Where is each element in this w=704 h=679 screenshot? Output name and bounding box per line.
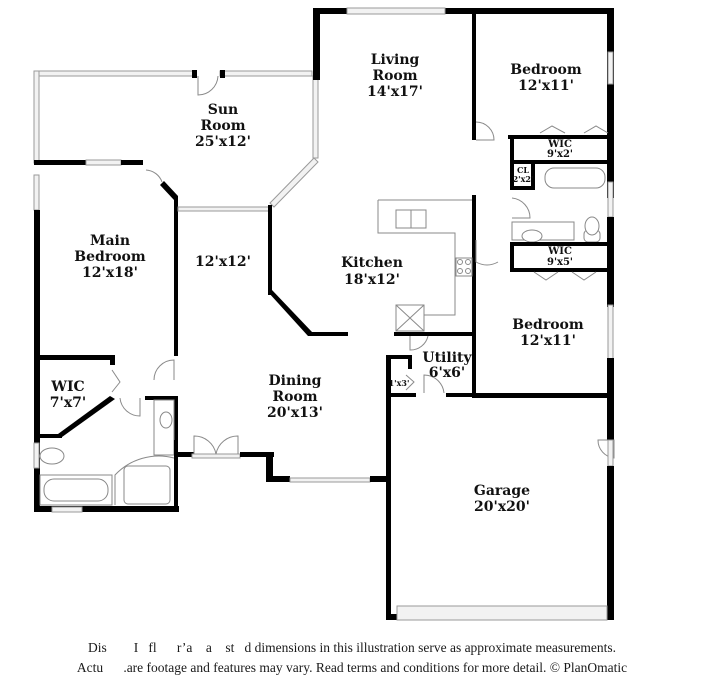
bedroom-2-label: Bedroom [510, 62, 582, 78]
svg-text:Living: Living [371, 52, 420, 68]
svg-text:Room: Room [372, 68, 417, 84]
svg-text:20'x20': 20'x20' [474, 499, 530, 515]
utility-dims: 6'x6' [429, 365, 465, 381]
east-bedroom-walls [472, 8, 614, 398]
svg-text:Utility: Utility [422, 350, 472, 366]
main-wic-label: WIC [50, 379, 84, 395]
sun-room-walls [33, 70, 319, 208]
svg-text:12'x18': 12'x18' [82, 265, 138, 281]
svg-text:Room: Room [272, 389, 317, 405]
disclaimer: Dis I fl r’a a st d dimensions in this i… [0, 638, 704, 678]
svg-text:9'x2': 9'x2' [547, 149, 573, 160]
garage-label: Garage [474, 483, 530, 499]
svg-text:25'x12': 25'x12' [195, 134, 251, 150]
living-room-walls [313, 7, 613, 141]
main-bedroom-walls [33, 159, 178, 510]
svg-text:12'x11': 12'x11' [520, 333, 576, 349]
svg-text:CL: CL [517, 165, 529, 175]
garage-dims: 20'x20' [474, 499, 530, 515]
main-bedroom-label: Main [90, 233, 130, 249]
svg-text:Dining: Dining [269, 373, 322, 389]
disclaimer-line-1: Dis I fl r’a a st d dimensions in this i… [87, 640, 617, 655]
svg-text:2'x2': 2'x2' [513, 174, 534, 184]
svg-text:Kitchen: Kitchen [341, 255, 403, 271]
kitchen-dims: 18'x12' [344, 272, 400, 288]
living-room-dims: 14'x17' [367, 84, 423, 100]
sun-room-label: Sun [208, 102, 238, 118]
kitchen-fixtures [377, 199, 473, 332]
dining-room-walls [177, 205, 476, 483]
living-room-label: Living [371, 52, 420, 68]
svg-text:WIC: WIC [547, 246, 572, 257]
main-wic-dims: 7'x7' [50, 395, 86, 411]
svg-text:WIC: WIC [50, 379, 84, 395]
dining-room-dims: 20'x13' [267, 405, 323, 421]
main-bath [33, 399, 194, 513]
svg-text:Main: Main [90, 233, 130, 249]
svg-text:12'x12': 12'x12' [195, 254, 251, 270]
svg-text:20'x13': 20'x13' [267, 405, 323, 421]
bedroom-2-dims: 12'x11' [518, 78, 574, 94]
svg-text:Sun: Sun [208, 102, 238, 118]
svg-text:1'x3': 1'x3' [389, 378, 410, 388]
disclaimer-line-2: Actu .are footage and features may vary.… [76, 660, 628, 675]
svg-text:Bedroom: Bedroom [512, 317, 584, 333]
bedroom-3-label: Bedroom [512, 317, 584, 333]
floor-plan: Living Room 14'x17' Bedroom 12'x11' WIC … [33, 7, 615, 621]
utility-walls [386, 335, 476, 620]
svg-text:Bedroom: Bedroom [74, 249, 146, 265]
svg-text:12'x11': 12'x11' [518, 78, 574, 94]
svg-text:Bedroom: Bedroom [510, 62, 582, 78]
garage-walls [386, 395, 615, 621]
svg-text:7'x7': 7'x7' [50, 395, 86, 411]
flex-room-dims: 12'x12' [195, 254, 251, 270]
svg-text:Garage: Garage [474, 483, 530, 499]
svg-text:14'x17': 14'x17' [367, 84, 423, 100]
dining-room-label: Dining [269, 373, 322, 389]
bedroom-3-dims: 12'x11' [520, 333, 576, 349]
svg-text:18'x12': 18'x12' [344, 272, 400, 288]
room-labels: Living Room 14'x17' Bedroom 12'x11' WIC … [50, 52, 584, 515]
svg-text:6'x6': 6'x6' [429, 365, 465, 381]
svg-text:Room: Room [200, 118, 245, 134]
utility-label: Utility [422, 350, 472, 366]
svg-text:WIC: WIC [547, 139, 572, 150]
main-bedroom-dims: 12'x18' [82, 265, 138, 281]
sun-room-dims: 25'x12' [195, 134, 251, 150]
svg-text:9'x5': 9'x5' [547, 257, 573, 268]
kitchen-label: Kitchen [341, 255, 403, 271]
